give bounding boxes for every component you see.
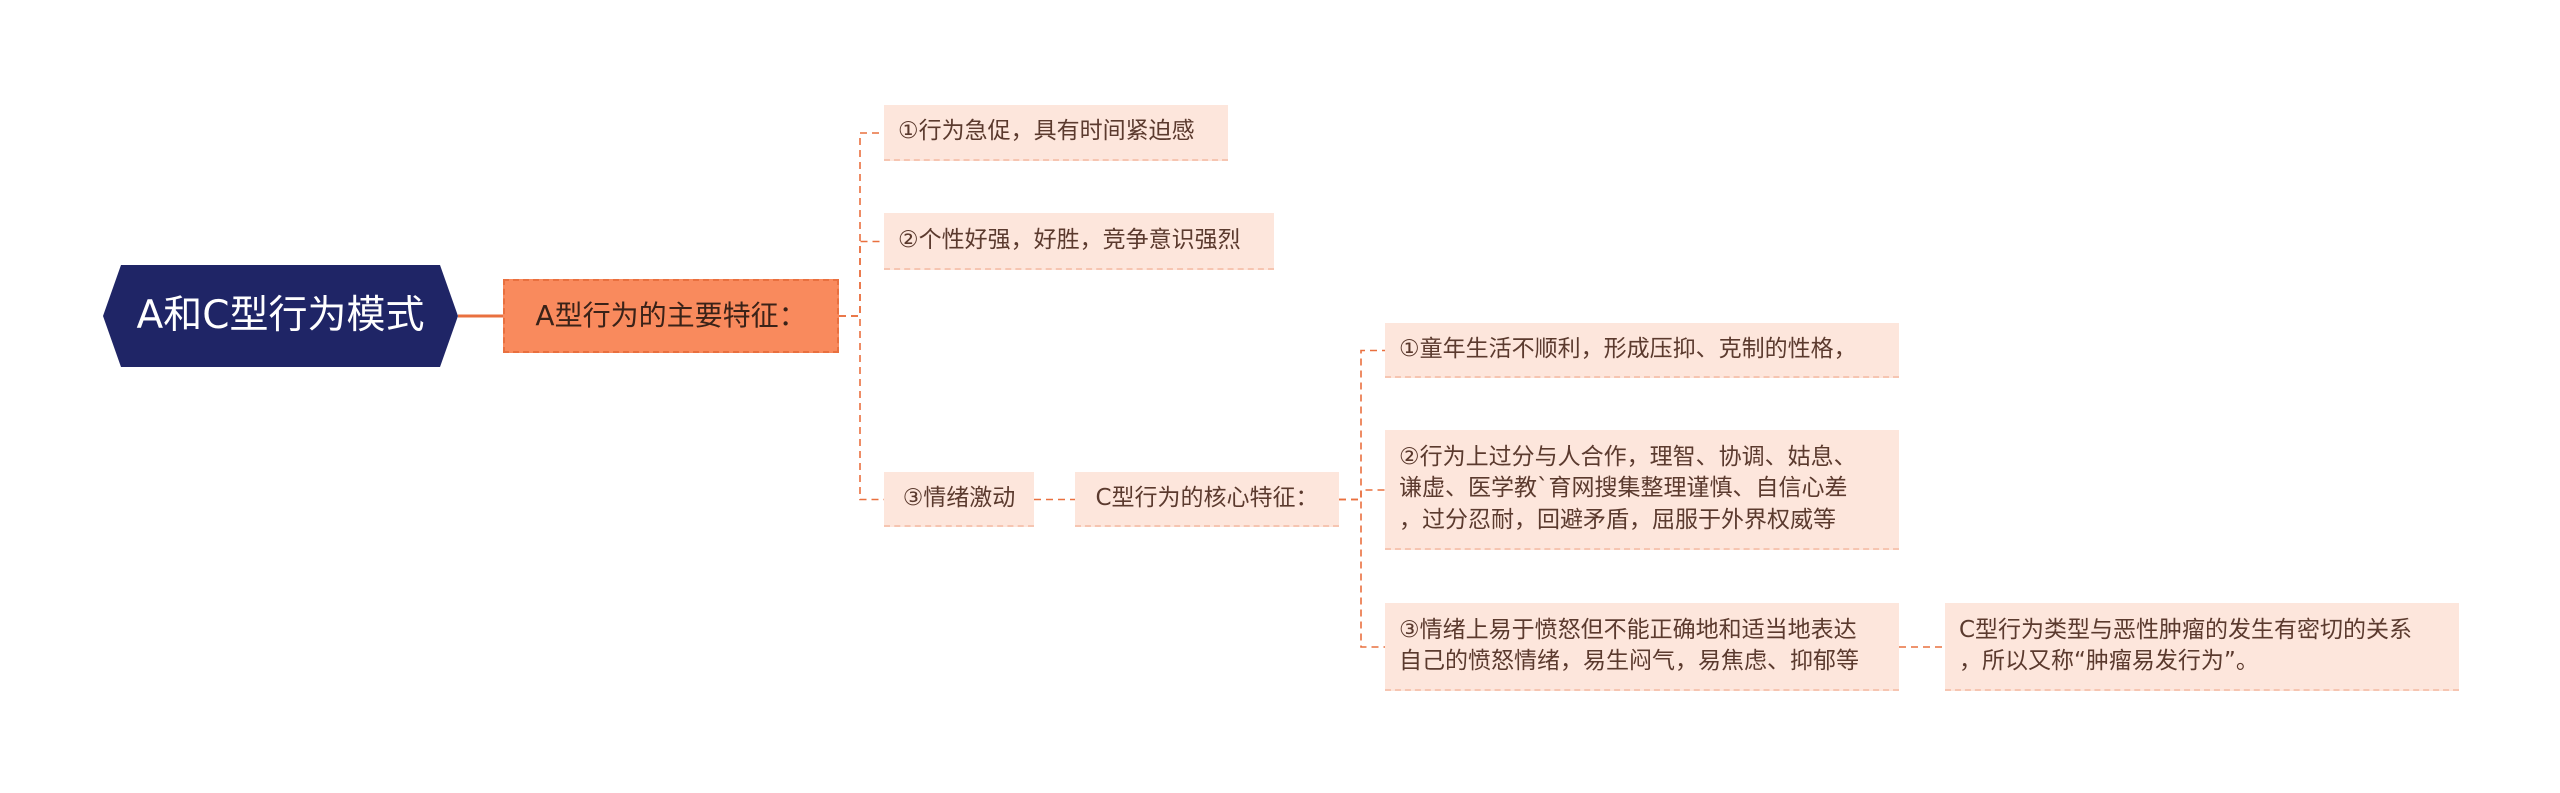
type-a-item-3[interactable]: ③情绪激动 — [884, 472, 1034, 527]
root-topic[interactable]: A和C型行为模式 — [103, 265, 458, 367]
type-c-conclusion[interactable]: C型行为类型与恶性肿瘤的发生有密切的关系 ，所以又称“肿瘤易发行为”。 — [1945, 603, 2459, 691]
type-c-item-3[interactable]: ③情绪上易于愤怒但不能正确地和适当地表达 自己的愤怒情绪，易生闷气，易焦虑、抑郁… — [1385, 603, 1899, 691]
type-c-item-3-text: ③情绪上易于愤怒但不能正确地和适当地表达 自己的愤怒情绪，易生闷气，易焦虑、抑郁… — [1399, 615, 1859, 677]
type-a-item-connector-1 — [839, 132, 884, 317]
type-c-item-2-line-3: ，过分忍耐，回避矛盾，屈服于外界权威等 — [1399, 506, 1836, 533]
type-c-item-1[interactable]: ①童年生活不顺利，形成压抑、克制的性格， — [1385, 323, 1899, 378]
root-topic-label: A和C型行为模式 — [136, 292, 425, 338]
type-c-item-1-line-1: ①童年生活不顺利，形成压抑、克制的性格， — [1399, 335, 1857, 362]
type-c-conclusion-line-2: ，所以又称“肿瘤易发行为”。 — [1959, 648, 2259, 674]
type-a-topic-label: A型行为的主要特征： — [535, 299, 807, 333]
type-a-item-1[interactable]: ①行为急促，具有时间紧迫感 — [884, 105, 1228, 161]
type-c-conclusion-line-1: C型行为类型与恶性肿瘤的发生有密切的关系 — [1959, 616, 2413, 643]
type-a-item-1-label: ①行为急促，具有时间紧迫感 — [898, 118, 1195, 145]
type-c-item-2-text: ②行为上过分与人合作，理智、协调、姑息、 谦虚、医学教`育网搜集整理谨慎、自信心… — [1399, 442, 1857, 535]
type-c-item-connector-3 — [1339, 498, 1385, 648]
type-c-item-connector-2 — [1339, 489, 1385, 501]
type-c-item-2-line-2: 谦虚、医学教`育网搜集整理谨慎、自信心差 — [1399, 475, 1848, 502]
type-c-item-3-line-1: ③情绪上易于愤怒但不能正确地和适当地表达 — [1399, 616, 1857, 643]
type-c-item-2-line-1: ②行为上过分与人合作，理智、协调、姑息、 — [1399, 444, 1857, 471]
type-c-topic-label: C型行为的核心特征： — [1095, 484, 1319, 511]
type-a-item-connector-2 — [839, 240, 884, 317]
type-c-item-1-text: ①童年生活不顺利，形成压抑、克制的性格， — [1399, 334, 1857, 365]
type-a-item-2-label: ②个性好强，好胜，竞争意识强烈 — [898, 226, 1241, 253]
type-c-item-connector-1 — [1339, 349, 1385, 501]
type-c-item-3-line-2: 自己的愤怒情绪，易生闷气，易焦虑、抑郁等 — [1399, 648, 1859, 674]
type-a-topic[interactable]: A型行为的主要特征： — [503, 279, 839, 353]
type-c-topic[interactable]: C型行为的核心特征： — [1075, 472, 1339, 527]
type-a-item-3-label: ③情绪激动 — [902, 484, 1016, 511]
type-a-item-connector-3 — [839, 315, 884, 501]
type-c-conclusion-text: C型行为类型与恶性肿瘤的发生有密切的关系 ，所以又称“肿瘤易发行为”。 — [1959, 615, 2412, 677]
type-a-item-2[interactable]: ②个性好强，好胜，竞争意识强烈 — [884, 213, 1274, 270]
type-c-item-2[interactable]: ②行为上过分与人合作，理智、协调、姑息、 谦虚、医学教`育网搜集整理谨慎、自信心… — [1385, 430, 1899, 550]
